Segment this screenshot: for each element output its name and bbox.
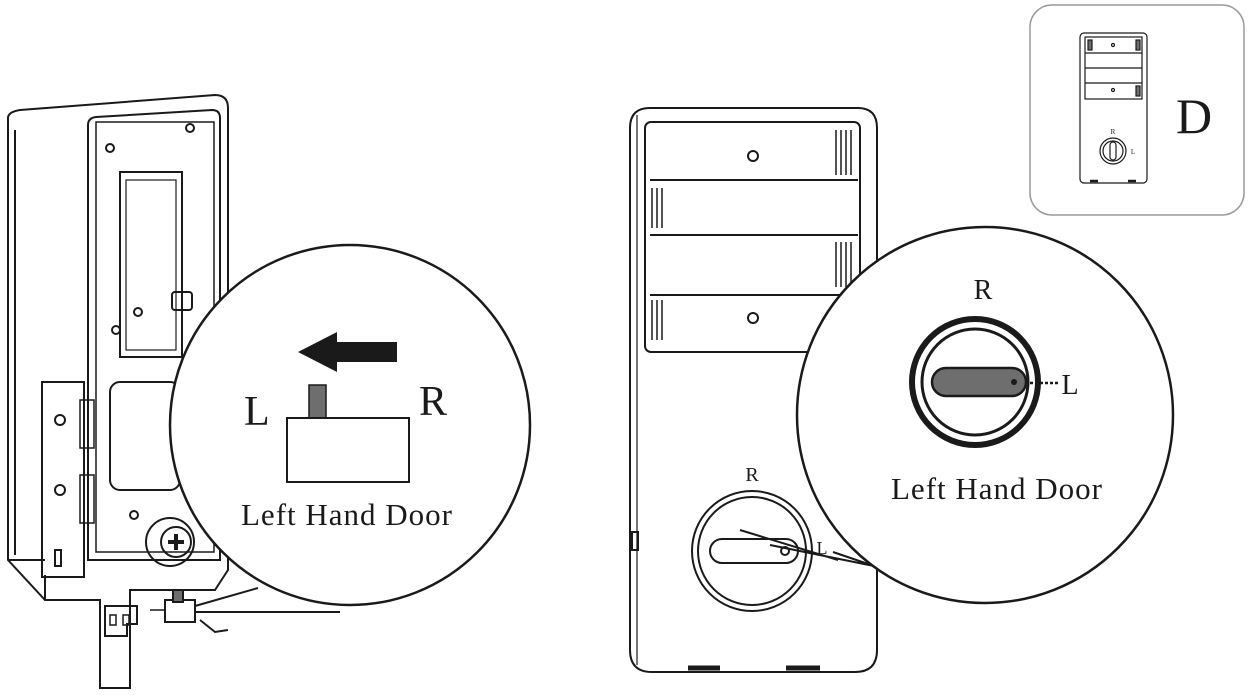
- left-callout-label-l: L: [244, 389, 270, 435]
- inset-label-r: R: [1111, 128, 1116, 136]
- left-callout-magnifier: L R Left Hand Door: [168, 243, 532, 607]
- switch-knob: [308, 384, 327, 421]
- right-callout-magnifier: R L Left Hand Door: [795, 225, 1175, 605]
- slide-left-arrow-icon: [298, 332, 397, 372]
- inset-lock-thumbnail: [1079, 32, 1148, 184]
- left-callout-label-r: R: [419, 379, 447, 425]
- right-callout-label-r: R: [974, 275, 993, 306]
- left-callout-pointer: [194, 587, 340, 613]
- front-knob-label-r: R: [745, 464, 759, 486]
- inset-label-l: L: [1131, 148, 1135, 156]
- knob-dot: [1011, 379, 1017, 385]
- inset-tag: D: [1176, 88, 1212, 144]
- right-callout-caption: Left Hand Door: [891, 471, 1103, 506]
- right-callout-label-l: L: [1061, 370, 1078, 401]
- left-callout-caption: Left Hand Door: [241, 497, 453, 532]
- front-knob-label-l: L: [817, 538, 828, 558]
- switch-housing: [286, 417, 410, 483]
- inset-panel-d: R L D: [1029, 4, 1245, 216]
- knob-slot: [930, 366, 1028, 398]
